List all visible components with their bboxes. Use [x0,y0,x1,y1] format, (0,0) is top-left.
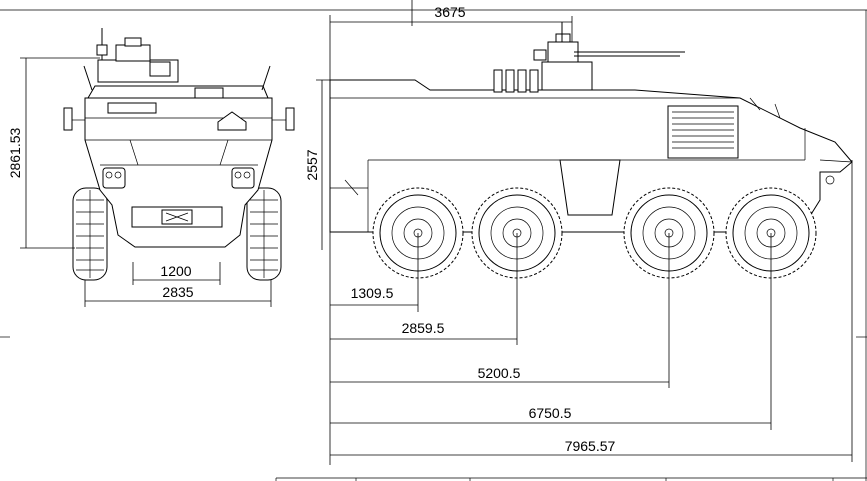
dim-overall-length: 7965.57 [565,438,616,454]
drawing-frame [0,9,867,481]
dim-front-track-inner: 1200 [160,263,191,279]
side-grille [667,105,739,159]
front-wheel-left [72,187,108,281]
dim-axle-3: 5200.5 [478,365,521,381]
front-dimensions: 2861.53 1200 2835 [7,57,272,307]
side-view [329,22,853,233]
dim-axle-1: 1309.5 [351,285,394,301]
dim-axle-2: 2859.5 [402,320,445,336]
dim-turret-offset: 3675 [434,4,465,20]
dim-overall-height: 2861.53 [7,127,23,178]
dim-hull-height: 2557 [304,149,320,180]
front-wheel-right [246,187,282,281]
side-dimensions: 3675 2557 1309.5 2859.5 5200.5 6750.5 79… [304,0,853,465]
dim-axle-4: 6750.5 [529,405,572,421]
dim-front-track-outer: 2835 [162,284,193,300]
front-view [63,28,295,281]
smoke-launchers [493,69,539,93]
side-turret [533,22,685,91]
front-turret [96,28,179,83]
